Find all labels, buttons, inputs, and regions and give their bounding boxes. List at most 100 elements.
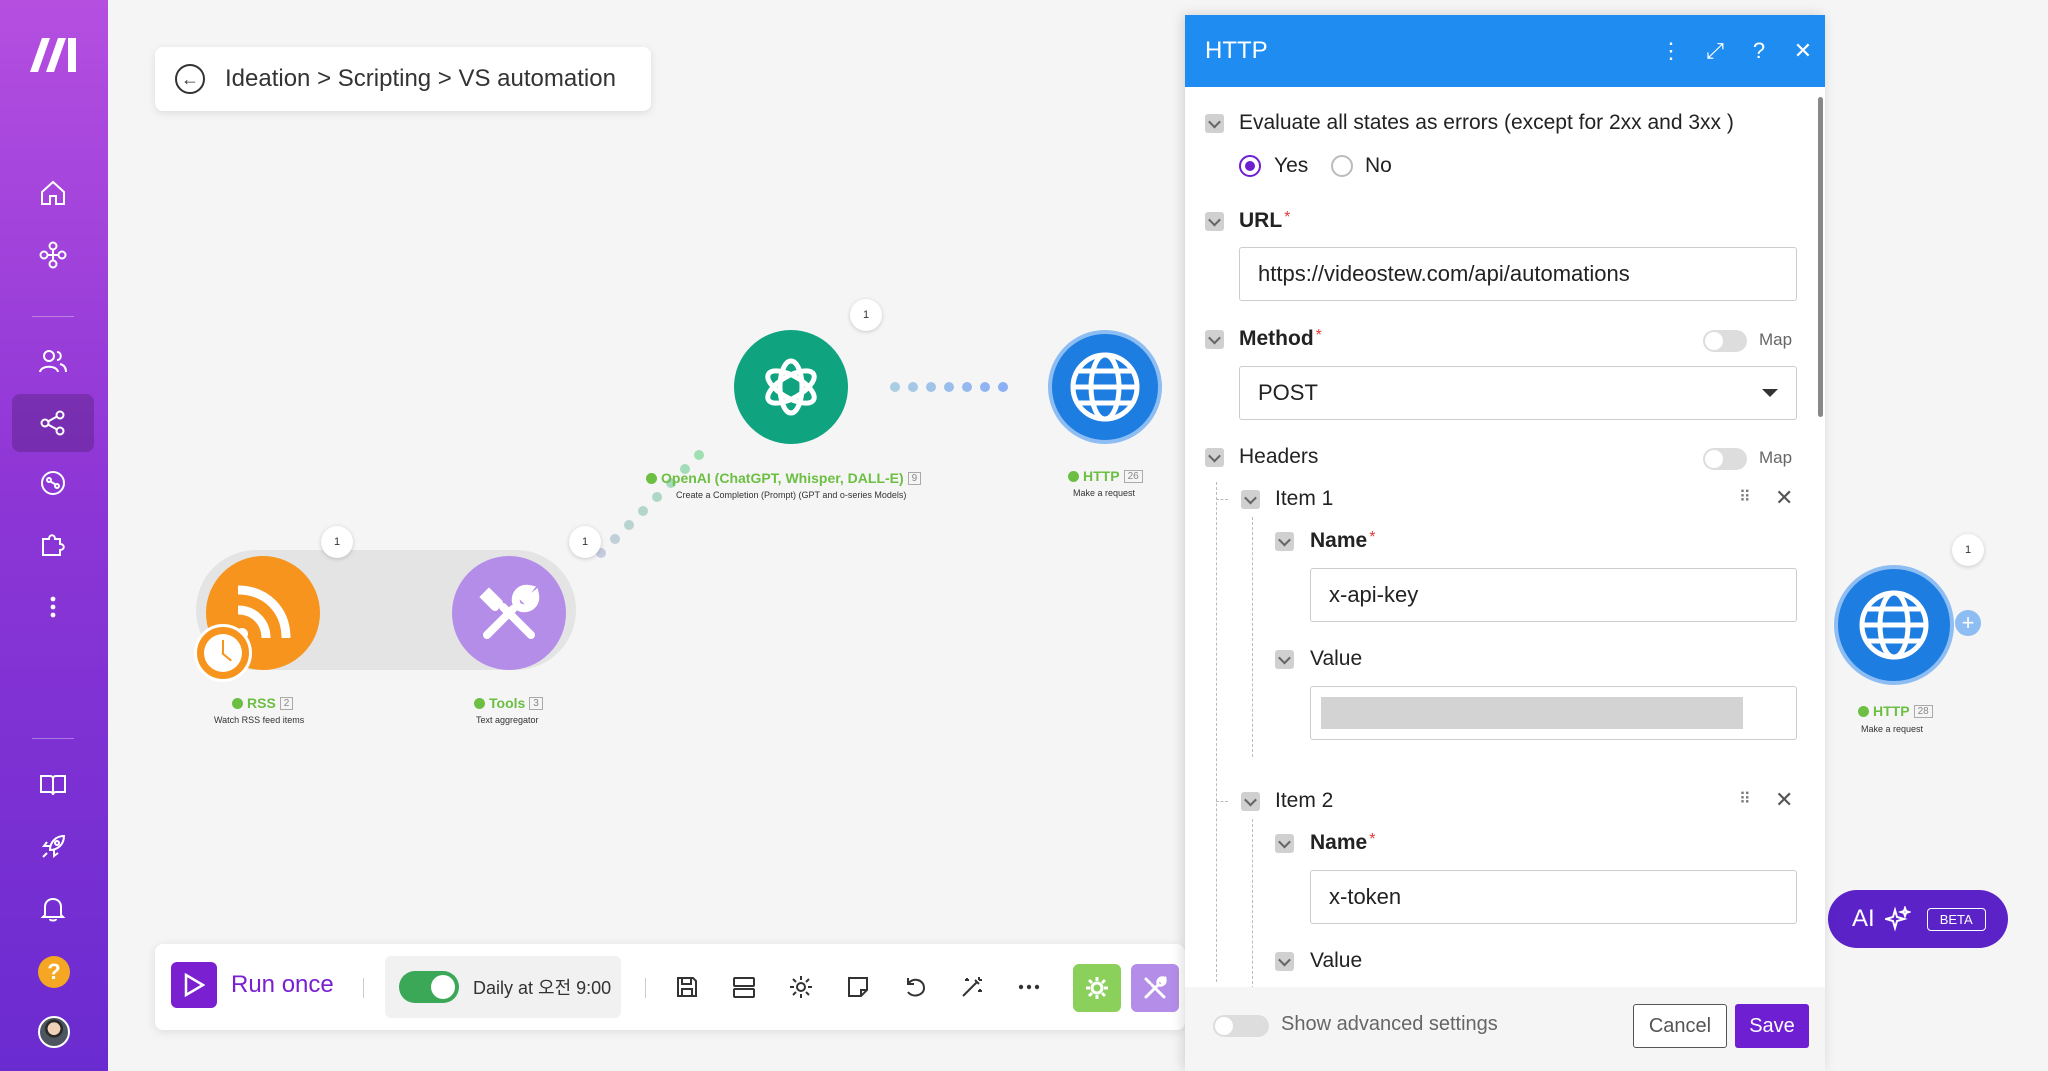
scenarios-graph-icon[interactable] (12, 226, 94, 284)
tools-icon (479, 584, 540, 639)
advanced-settings-toggle[interactable] (1213, 1015, 1269, 1037)
method-select[interactable]: POST (1239, 366, 1797, 420)
redacted-value (1321, 697, 1743, 729)
advanced-settings-label: Show advanced settings (1281, 1013, 1498, 1035)
more-vertical-icon[interactable] (12, 578, 94, 636)
rocket-icon[interactable] (12, 818, 94, 876)
item2-collapse-checkbox[interactable] (1241, 792, 1260, 811)
share-icon[interactable] (12, 394, 94, 452)
bell-icon[interactable] (12, 880, 94, 938)
panel-body: Evaluate all states as errors (except fo… (1185, 87, 1825, 987)
cancel-button[interactable]: Cancel (1633, 1004, 1727, 1048)
schedule-settings-icon[interactable] (727, 970, 761, 1004)
headers-label: Headers (1239, 445, 1319, 468)
kebab-menu-icon[interactable]: ⋮ (1660, 38, 1682, 63)
sidebar-divider (32, 738, 74, 739)
http-module-panel: HTTP ⋮ ⤢ ? ✕ Evaluate all states as erro… (1185, 15, 1825, 1071)
book-icon[interactable] (12, 756, 94, 814)
tools-ops-bubble: 1 (569, 526, 601, 558)
play-icon (171, 962, 217, 1008)
headers-map-label: Map (1759, 448, 1793, 467)
magic-wand-icon[interactable] (955, 970, 989, 1004)
make-logo-icon[interactable] (26, 34, 82, 74)
item1-value-label: Value (1310, 647, 1363, 670)
sidebar-divider (32, 316, 74, 317)
no-radio[interactable] (1331, 155, 1353, 177)
team-icon[interactable] (12, 332, 94, 390)
left-sidebar: ? (0, 0, 108, 1071)
back-arrow-icon[interactable]: ← (175, 64, 205, 94)
help-icon[interactable]: ? (38, 956, 70, 988)
panel-header: HTTP ⋮ ⤢ ? ✕ (1185, 15, 1825, 87)
item2-label: Item 2 (1275, 789, 1334, 812)
http2-ops-bubble: 1 (1952, 534, 1984, 566)
help-question-icon[interactable]: ? (1752, 38, 1766, 63)
tree-branch (1216, 801, 1228, 802)
add-module-plus-icon[interactable]: + (1955, 610, 1981, 636)
item1-collapse-checkbox[interactable] (1241, 490, 1260, 509)
breadcrumb-text: Ideation > Scripting > VS automation (225, 65, 616, 92)
method-map-toggle[interactable] (1703, 330, 1747, 352)
bottom-toolbar: Run once Daily at 오전 9:00 (155, 944, 1185, 1030)
drag-handle-icon[interactable]: ⠿ (1739, 489, 1751, 506)
headers-collapse-checkbox[interactable] (1205, 448, 1224, 467)
puzzle-icon[interactable] (12, 516, 94, 574)
toolbar-divider (645, 978, 646, 998)
drag-handle-icon[interactable]: ⠿ (1739, 791, 1751, 808)
item2-name-checkbox[interactable] (1275, 834, 1294, 853)
save-button[interactable]: Save (1735, 1004, 1809, 1048)
expand-icon[interactable]: ⤢ (1706, 38, 1724, 63)
item2-value-checkbox[interactable] (1275, 952, 1294, 971)
openai-label: OpenAI (ChatGPT, Whisper, DALL-E)9 (646, 470, 922, 486)
item1-name-checkbox[interactable] (1275, 532, 1294, 551)
item1-value-checkbox[interactable] (1275, 650, 1294, 669)
remove-item2-close-icon[interactable]: ✕ (1775, 787, 1794, 812)
yes-radio[interactable] (1239, 155, 1261, 177)
item2-value-label: Value (1310, 949, 1363, 972)
ai-assistant-button[interactable]: AI BETA (1828, 890, 2008, 948)
avatar[interactable] (38, 1016, 70, 1048)
item2-name-input[interactable]: x-token (1310, 870, 1797, 924)
headers-tree-line (1216, 482, 1217, 982)
note-icon[interactable] (841, 970, 875, 1004)
schedule-control[interactable]: Daily at 오전 9:00 (385, 956, 621, 1018)
tools-toolbar-icon[interactable] (1131, 964, 1179, 1012)
panel-scrollbar[interactable] (1818, 97, 1823, 417)
breadcrumb: ← Ideation > Scripting > VS automation (155, 47, 651, 111)
more-horizontal-icon[interactable] (1012, 970, 1046, 1004)
item1-name-label: Name* (1310, 529, 1376, 552)
item1-label: Item 1 (1275, 487, 1334, 510)
url-input[interactable]: https://videostew.com/api/automations (1239, 247, 1797, 301)
method-collapse-checkbox[interactable] (1205, 330, 1224, 349)
item1-value-input[interactable] (1310, 686, 1797, 740)
remove-item1-close-icon[interactable]: ✕ (1775, 485, 1794, 510)
flow-control-gear-icon[interactable] (1073, 964, 1121, 1012)
gear-icon[interactable] (784, 970, 818, 1004)
openai-node[interactable] (734, 330, 848, 444)
save-icon[interactable] (670, 970, 704, 1004)
panel-title: HTTP (1205, 37, 1268, 64)
close-icon[interactable]: ✕ (1793, 38, 1813, 63)
tree-branch (1216, 499, 1228, 500)
toolbar-divider (363, 978, 364, 998)
undo-icon[interactable] (898, 970, 932, 1004)
globe-icon (1859, 590, 1929, 660)
item1-name-input[interactable]: x-api-key (1310, 568, 1797, 622)
http2-node[interactable] (1834, 565, 1954, 685)
url-label: URL* (1239, 209, 1291, 232)
schedule-clock-icon[interactable] (194, 624, 252, 682)
run-once-button[interactable]: Run once (171, 962, 334, 1008)
url-collapse-checkbox[interactable] (1205, 212, 1224, 231)
home-icon[interactable] (12, 164, 94, 222)
dropdown-caret-icon (1762, 389, 1778, 397)
evaluate-collapse-checkbox[interactable] (1205, 114, 1224, 133)
http-node[interactable] (1048, 330, 1162, 444)
openai-sub: Create a Completion (Prompt) (GPT and o-… (676, 490, 907, 500)
connections-icon[interactable] (12, 454, 94, 512)
headers-map-toggle[interactable] (1703, 448, 1747, 470)
schedule-toggle[interactable] (399, 971, 459, 1003)
tools-node[interactable] (452, 556, 566, 670)
